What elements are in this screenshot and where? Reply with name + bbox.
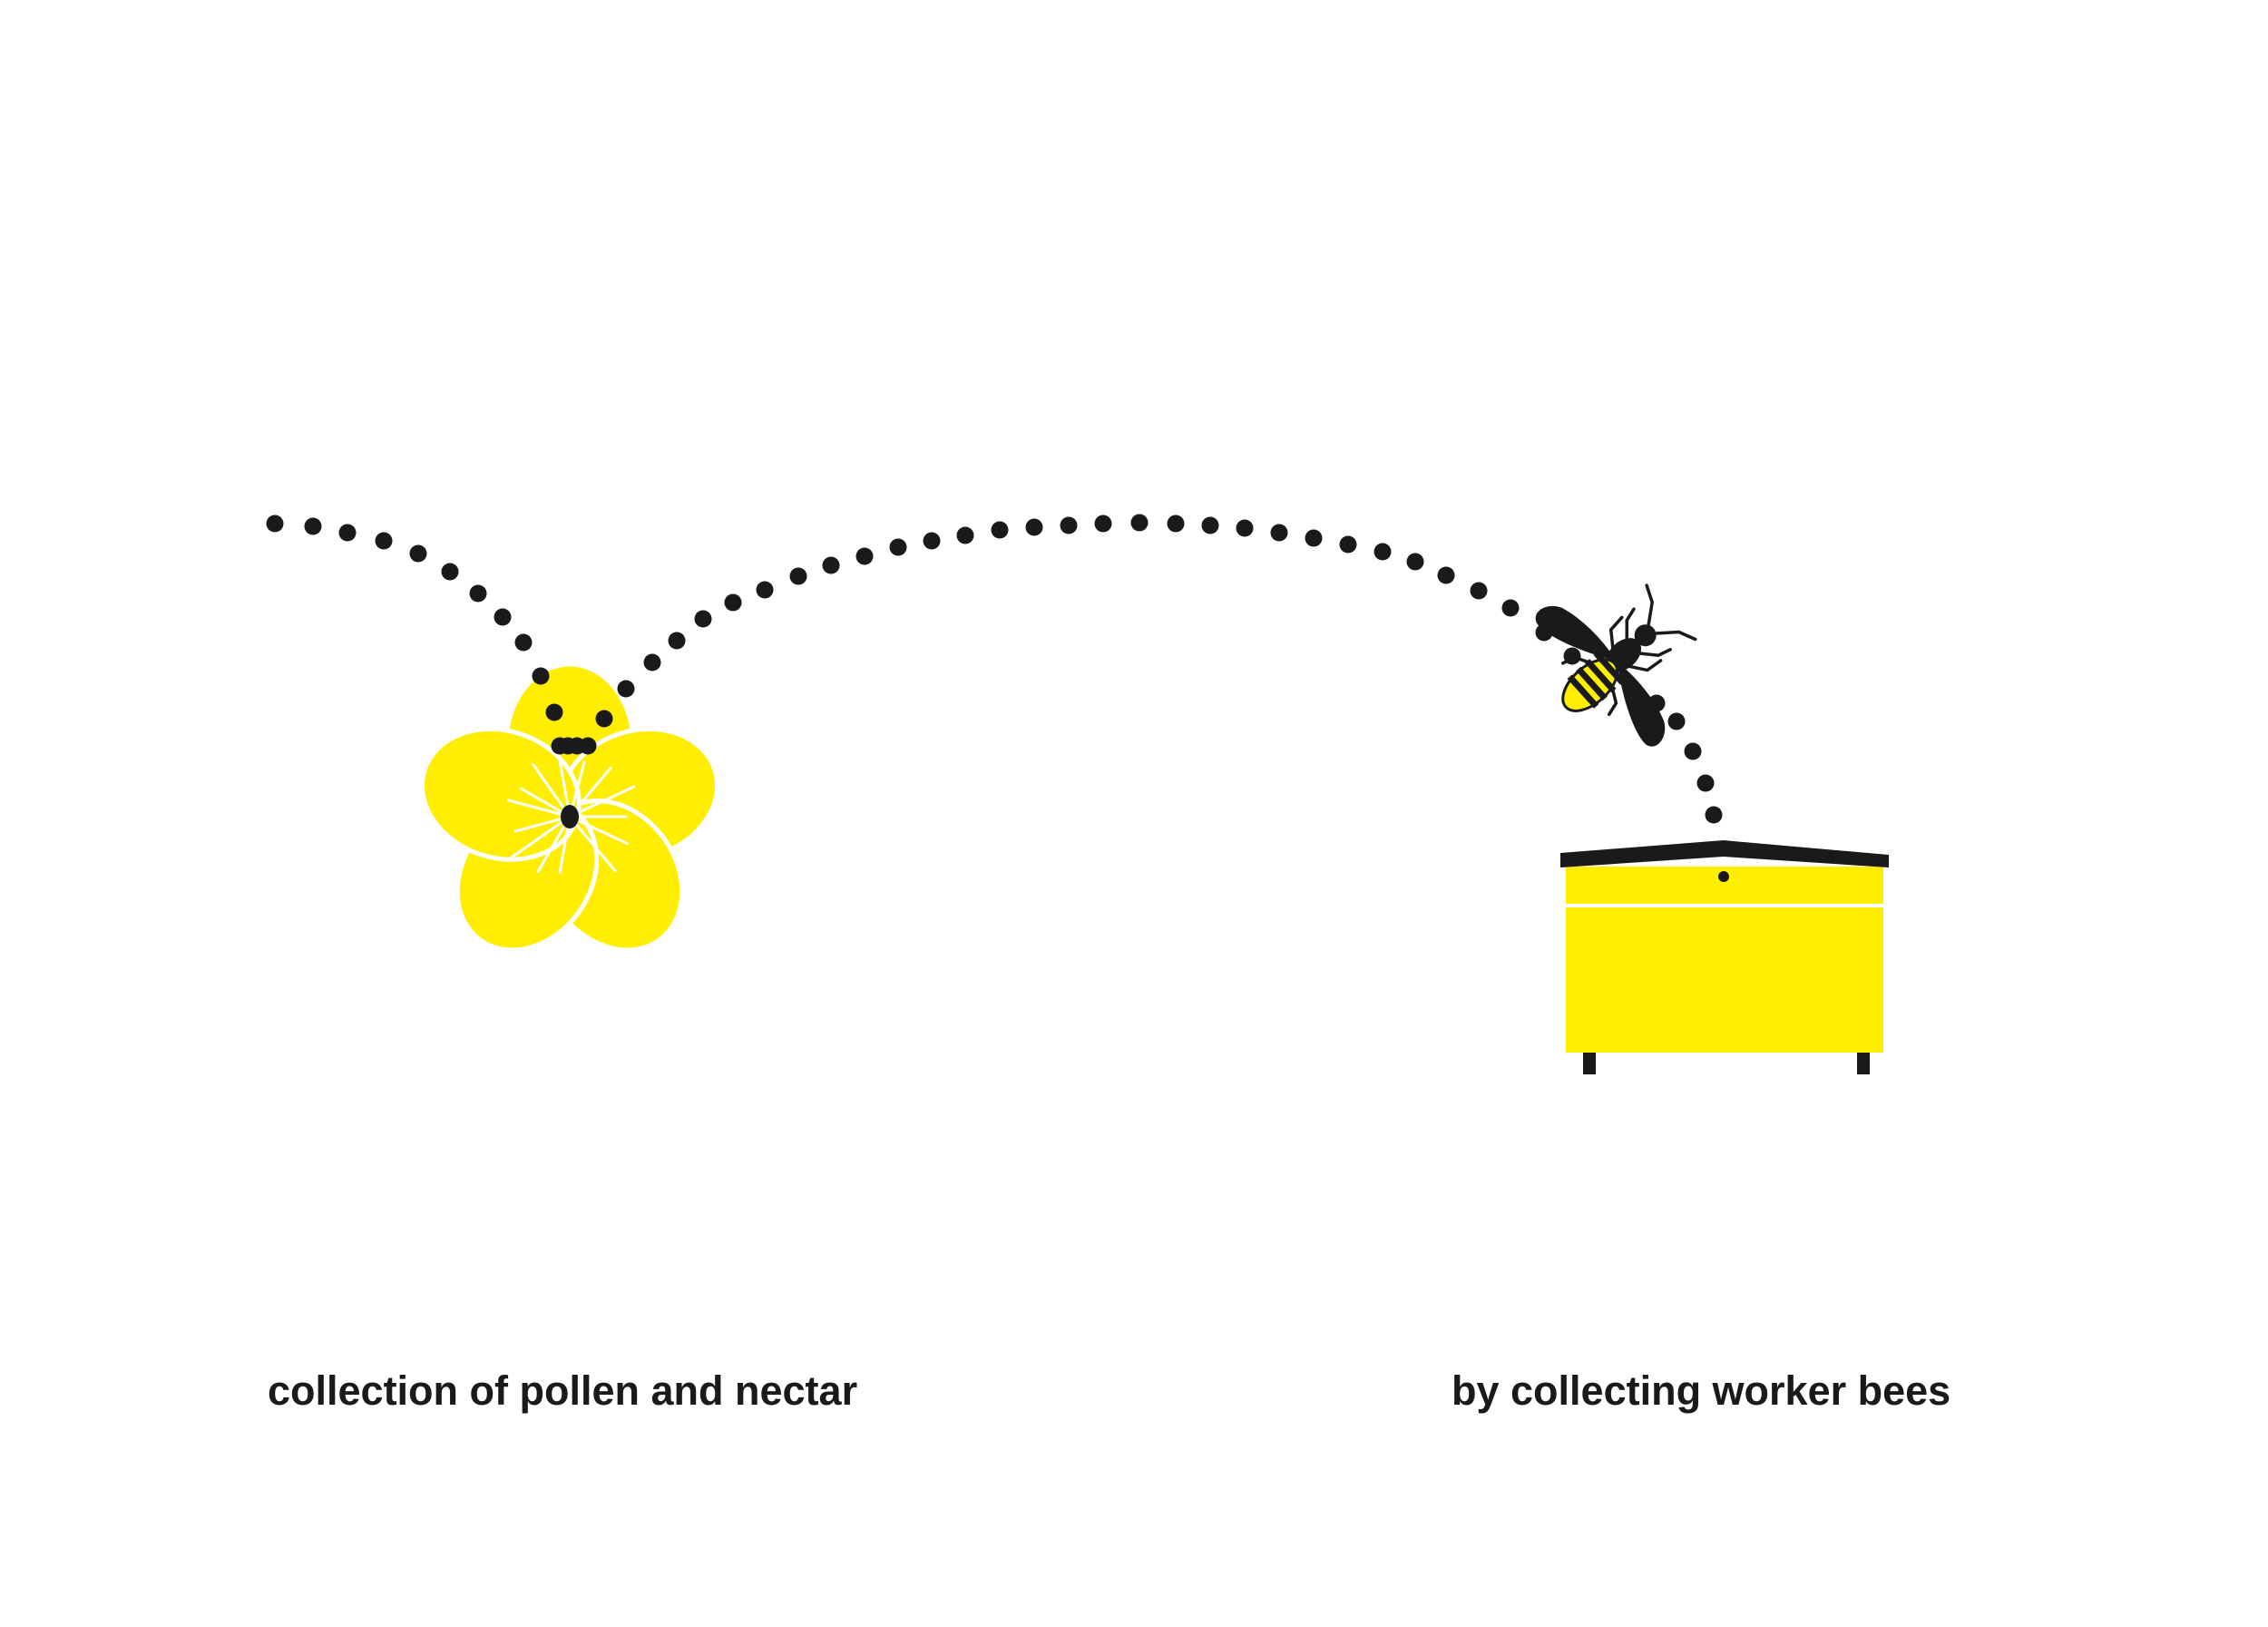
flight-path-dot bbox=[1025, 518, 1043, 536]
flight-path-dot bbox=[694, 610, 712, 628]
flower-center bbox=[561, 805, 579, 828]
hive-roof bbox=[1560, 840, 1889, 867]
flight-path-dot bbox=[1374, 543, 1392, 561]
caption-worker-bees: by collecting worker bees bbox=[1452, 1367, 1951, 1414]
flight-path-dot bbox=[1236, 519, 1254, 537]
flight-path-dot bbox=[923, 532, 941, 550]
flight-path-dot bbox=[532, 667, 550, 685]
flight-path-dot bbox=[1201, 516, 1219, 534]
flight-path-dot bbox=[789, 567, 807, 585]
stamen-line bbox=[532, 763, 567, 812]
caption-pollen-collection: collection of pollen and nectar bbox=[268, 1367, 858, 1414]
flight-path-dot bbox=[375, 532, 393, 550]
flight-path-dot bbox=[643, 653, 661, 671]
stamen-line bbox=[572, 766, 612, 813]
stamen-line bbox=[574, 818, 629, 846]
flight-path-dot bbox=[1060, 516, 1078, 534]
stamen-line bbox=[506, 799, 564, 817]
flight-path-dot bbox=[266, 515, 284, 533]
flower-stamens bbox=[506, 745, 636, 874]
stamen-line bbox=[570, 760, 586, 811]
flight-path-dot bbox=[1470, 582, 1488, 600]
flight-path-dot bbox=[338, 524, 357, 542]
flight-path-dot bbox=[1094, 515, 1112, 533]
flight-path-dot bbox=[956, 526, 974, 544]
flight-path-dot bbox=[1684, 742, 1702, 760]
flight-path-dot bbox=[579, 737, 597, 755]
flight-path-dot bbox=[756, 581, 774, 599]
flight-path-dot bbox=[304, 517, 322, 535]
bee-icon bbox=[1535, 583, 1697, 747]
flight-path-dot bbox=[991, 521, 1009, 539]
flight-path-dot bbox=[724, 593, 742, 612]
flight-path-dot bbox=[1339, 535, 1357, 554]
flight-path-dot bbox=[1501, 599, 1520, 617]
flight-path-dot bbox=[409, 544, 427, 563]
flight-path-dot bbox=[1667, 712, 1686, 730]
hive-leg-right bbox=[1857, 1051, 1870, 1074]
flight-path-dots bbox=[266, 514, 1723, 824]
hive-body bbox=[1566, 867, 1883, 1053]
flight-path-dot bbox=[545, 703, 563, 721]
flight-path-dot bbox=[1406, 553, 1424, 571]
flight-path-dot bbox=[1705, 806, 1723, 824]
flight-path-dot bbox=[469, 584, 487, 603]
flight-path-dot bbox=[1167, 515, 1185, 533]
beehive-icon bbox=[1560, 840, 1889, 1074]
stamen-line bbox=[555, 745, 571, 811]
flight-path-dot bbox=[1437, 566, 1455, 584]
flight-path-dot bbox=[494, 608, 512, 626]
hive-entrance bbox=[1718, 871, 1729, 882]
flight-path-dot bbox=[551, 737, 569, 755]
flight-path-dot bbox=[855, 547, 874, 565]
stamen-line bbox=[536, 821, 568, 874]
flight-path-dot bbox=[514, 633, 533, 652]
hive-leg-left bbox=[1583, 1051, 1596, 1074]
flight-path-dot bbox=[1130, 514, 1149, 532]
flight-path-dot bbox=[822, 556, 840, 574]
flower-icon bbox=[419, 662, 720, 953]
stamen-line bbox=[513, 817, 564, 833]
stamen-line bbox=[519, 787, 565, 815]
stamen-line bbox=[574, 785, 636, 816]
flight-path-dot bbox=[1270, 524, 1288, 542]
flight-path-dot bbox=[441, 563, 459, 581]
flight-path-dot bbox=[595, 710, 613, 728]
flight-path-dot bbox=[668, 632, 686, 650]
flight-path-dot bbox=[1696, 774, 1715, 792]
flight-path-dot bbox=[1305, 529, 1323, 547]
flight-path-dot bbox=[617, 680, 635, 698]
flight-path-dot bbox=[889, 538, 907, 556]
stamen-line bbox=[558, 822, 571, 874]
stamen-line bbox=[572, 820, 617, 873]
stamen-line bbox=[510, 819, 565, 859]
